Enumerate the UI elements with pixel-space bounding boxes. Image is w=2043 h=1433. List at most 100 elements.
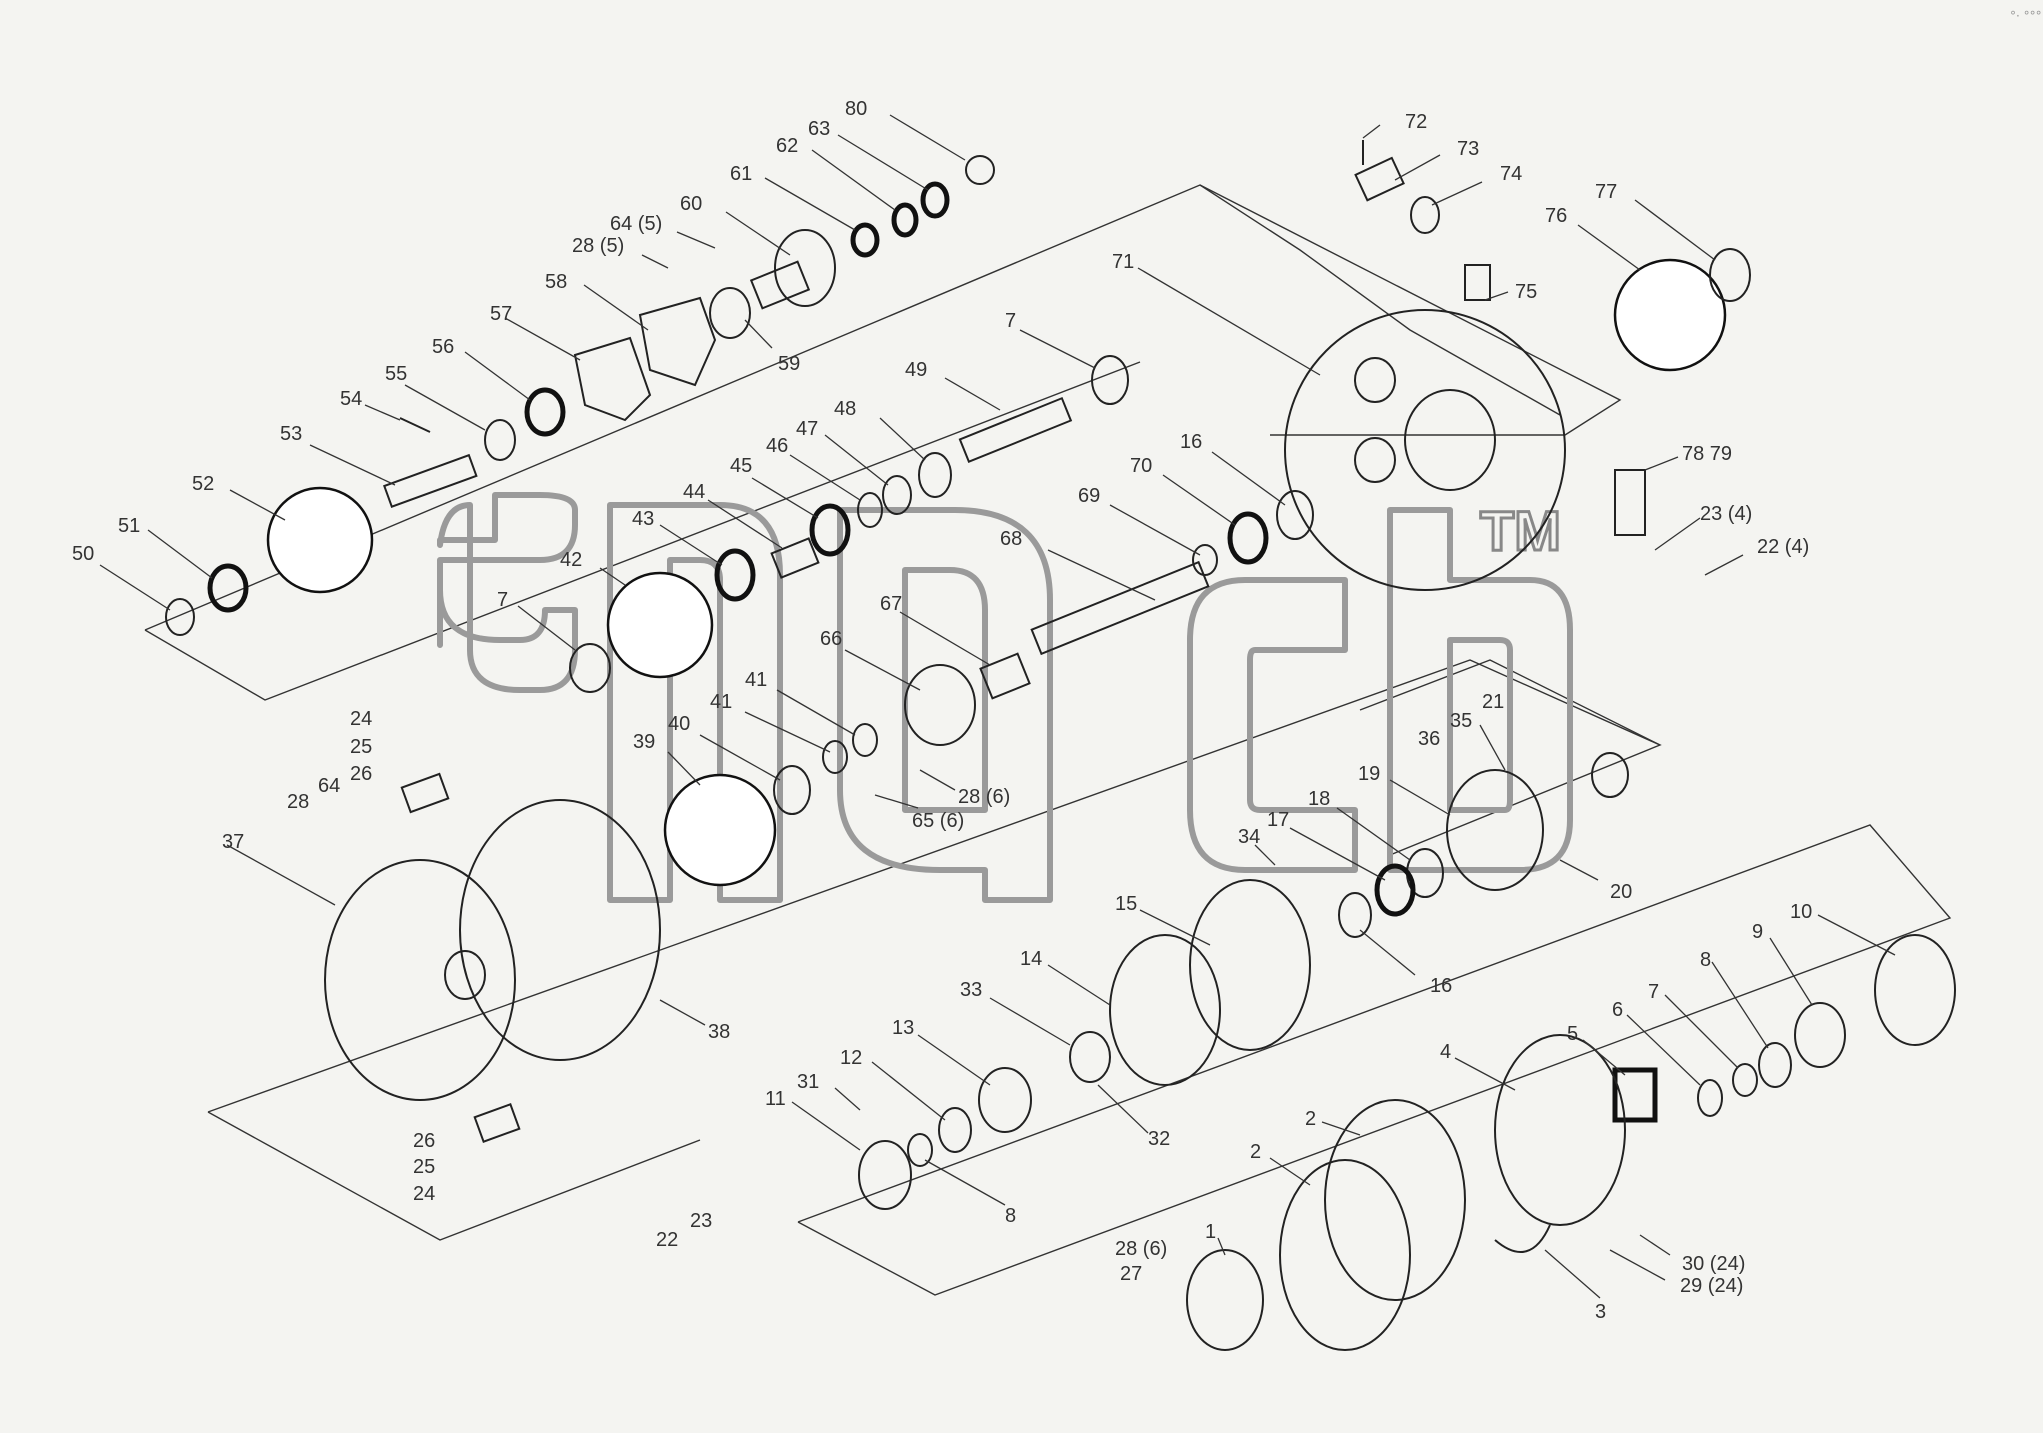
part-41a-ring — [852, 723, 878, 757]
callout-28-6b: 28 (6) — [1115, 1238, 1167, 1260]
callout-36: 36 — [1418, 728, 1440, 750]
callout-34: 34 — [1238, 826, 1260, 848]
frame-disk-group — [797, 824, 1952, 1296]
callout-68: 68 — [1000, 528, 1022, 550]
callout-8b: 8 — [1700, 949, 1711, 971]
callout-60: 60 — [680, 193, 702, 215]
part-60-hub — [749, 260, 811, 310]
group-frames — [144, 184, 1952, 1296]
callout-35: 35 — [1450, 710, 1472, 732]
callout-80: 80 — [845, 98, 867, 120]
callout-59: 59 — [778, 353, 800, 375]
callout-39: 39 — [633, 731, 655, 753]
callout-18: 18 — [1308, 788, 1330, 810]
callout-7c: 7 — [1648, 981, 1659, 1003]
callout-23-4: 23 (4) — [1700, 503, 1752, 525]
part-71-bore — [1404, 389, 1496, 491]
callout-63: 63 — [808, 118, 830, 140]
part-14-o-ring — [1109, 934, 1221, 1086]
watermark-letter-1 — [437, 492, 578, 693]
frame-housing — [1199, 184, 1622, 436]
part-62-ring — [891, 202, 919, 238]
part-57-gasket — [573, 336, 652, 422]
callout-10: 10 — [1790, 901, 1812, 923]
callout-25a: 25 — [350, 736, 372, 758]
callout-52: 52 — [192, 473, 214, 495]
part-26b-plate — [473, 1103, 521, 1143]
part-66-flange — [904, 664, 976, 746]
part-17-bearing — [1374, 863, 1416, 917]
callout-7b: 7 — [497, 589, 508, 611]
callout-1: 1 — [1205, 1221, 1216, 1243]
callout-43: 43 — [632, 508, 654, 530]
parts — [165, 140, 1956, 1351]
part-1-plate — [1186, 1249, 1264, 1351]
part-8a-ring — [907, 1133, 933, 1167]
callout-28-6a: 28 (6) — [958, 786, 1010, 808]
callout-14: 14 — [1020, 948, 1042, 970]
callout-69: 69 — [1078, 485, 1100, 507]
callout-19: 19 — [1358, 763, 1380, 785]
part-39-gear — [663, 773, 777, 887]
part-2a-disk — [1324, 1099, 1466, 1301]
callout-17: 17 — [1267, 809, 1289, 831]
callout-26a: 26 — [350, 763, 372, 785]
part-50-snap-ring — [165, 598, 195, 636]
part-73-plate — [1354, 156, 1405, 202]
callout-55: 55 — [385, 363, 407, 385]
part-40-snap-ring — [773, 765, 811, 815]
part-10-disk — [1874, 934, 1956, 1046]
callout-62: 62 — [776, 135, 798, 157]
part-43-bearing — [714, 548, 756, 602]
callout-64-5: 64 (5) — [610, 213, 662, 235]
watermark-letter-3 — [837, 507, 1053, 903]
part-7c-ring — [1732, 1063, 1758, 1097]
frame-hub-group — [1359, 659, 1661, 746]
part-60-flange — [774, 229, 836, 307]
part-71-hole-2 — [1354, 437, 1396, 483]
part-37-bore — [444, 950, 486, 1000]
callout-15: 15 — [1115, 893, 1137, 915]
callout-73: 73 — [1457, 138, 1479, 160]
callout-26b: 26 — [413, 1130, 435, 1152]
part-37-flange — [324, 859, 516, 1101]
part-59-seal — [709, 287, 751, 339]
part-38-housing — [459, 799, 661, 1061]
callout-49: 49 — [905, 359, 927, 381]
callout-20: 20 — [1610, 881, 1632, 903]
callout-31: 31 — [797, 1071, 819, 1093]
callout-29-24: 29 (24) — [1680, 1275, 1743, 1297]
callout-48: 48 — [834, 398, 856, 420]
watermark-logo: TM — [437, 492, 1573, 903]
part-7b-snap-ring — [569, 643, 611, 693]
part-5-bearing — [1612, 1067, 1658, 1123]
callout-11: 11 — [765, 1088, 786, 1110]
callout-27: 27 — [1120, 1263, 1142, 1285]
callout-7a: 7 — [1005, 310, 1016, 332]
callout-24a: 24 — [350, 708, 372, 730]
callout-72: 72 — [1405, 111, 1427, 133]
callout-75: 75 — [1515, 281, 1537, 303]
part-7a-snap-ring — [1091, 355, 1129, 405]
leader-lines — [99, 114, 1896, 1299]
part-11-hub — [858, 1140, 912, 1210]
part-55-ring — [484, 419, 516, 461]
callout-64: 64 — [318, 775, 340, 797]
part-71-hole-1 — [1354, 357, 1396, 403]
part-41b-ring — [822, 740, 848, 774]
part-15-impeller — [1189, 879, 1311, 1051]
part-51-bearing — [207, 563, 249, 613]
callout-16a: 16 — [1180, 431, 1202, 453]
part-47-ring — [882, 475, 912, 515]
frame-lower-housing — [207, 659, 1662, 1113]
callout-51: 51 — [118, 515, 140, 537]
callout-2a: 2 — [1305, 1108, 1316, 1130]
part-9-plate — [1794, 1002, 1846, 1068]
watermark-letter-5 — [1387, 507, 1573, 873]
callout-5: 5 — [1567, 1023, 1578, 1045]
part-80-castle-nut — [965, 155, 995, 185]
callout-76: 76 — [1545, 205, 1567, 227]
callout-13: 13 — [892, 1017, 914, 1039]
watermark-letter-4 — [1187, 577, 1358, 873]
callout-45: 45 — [730, 455, 752, 477]
